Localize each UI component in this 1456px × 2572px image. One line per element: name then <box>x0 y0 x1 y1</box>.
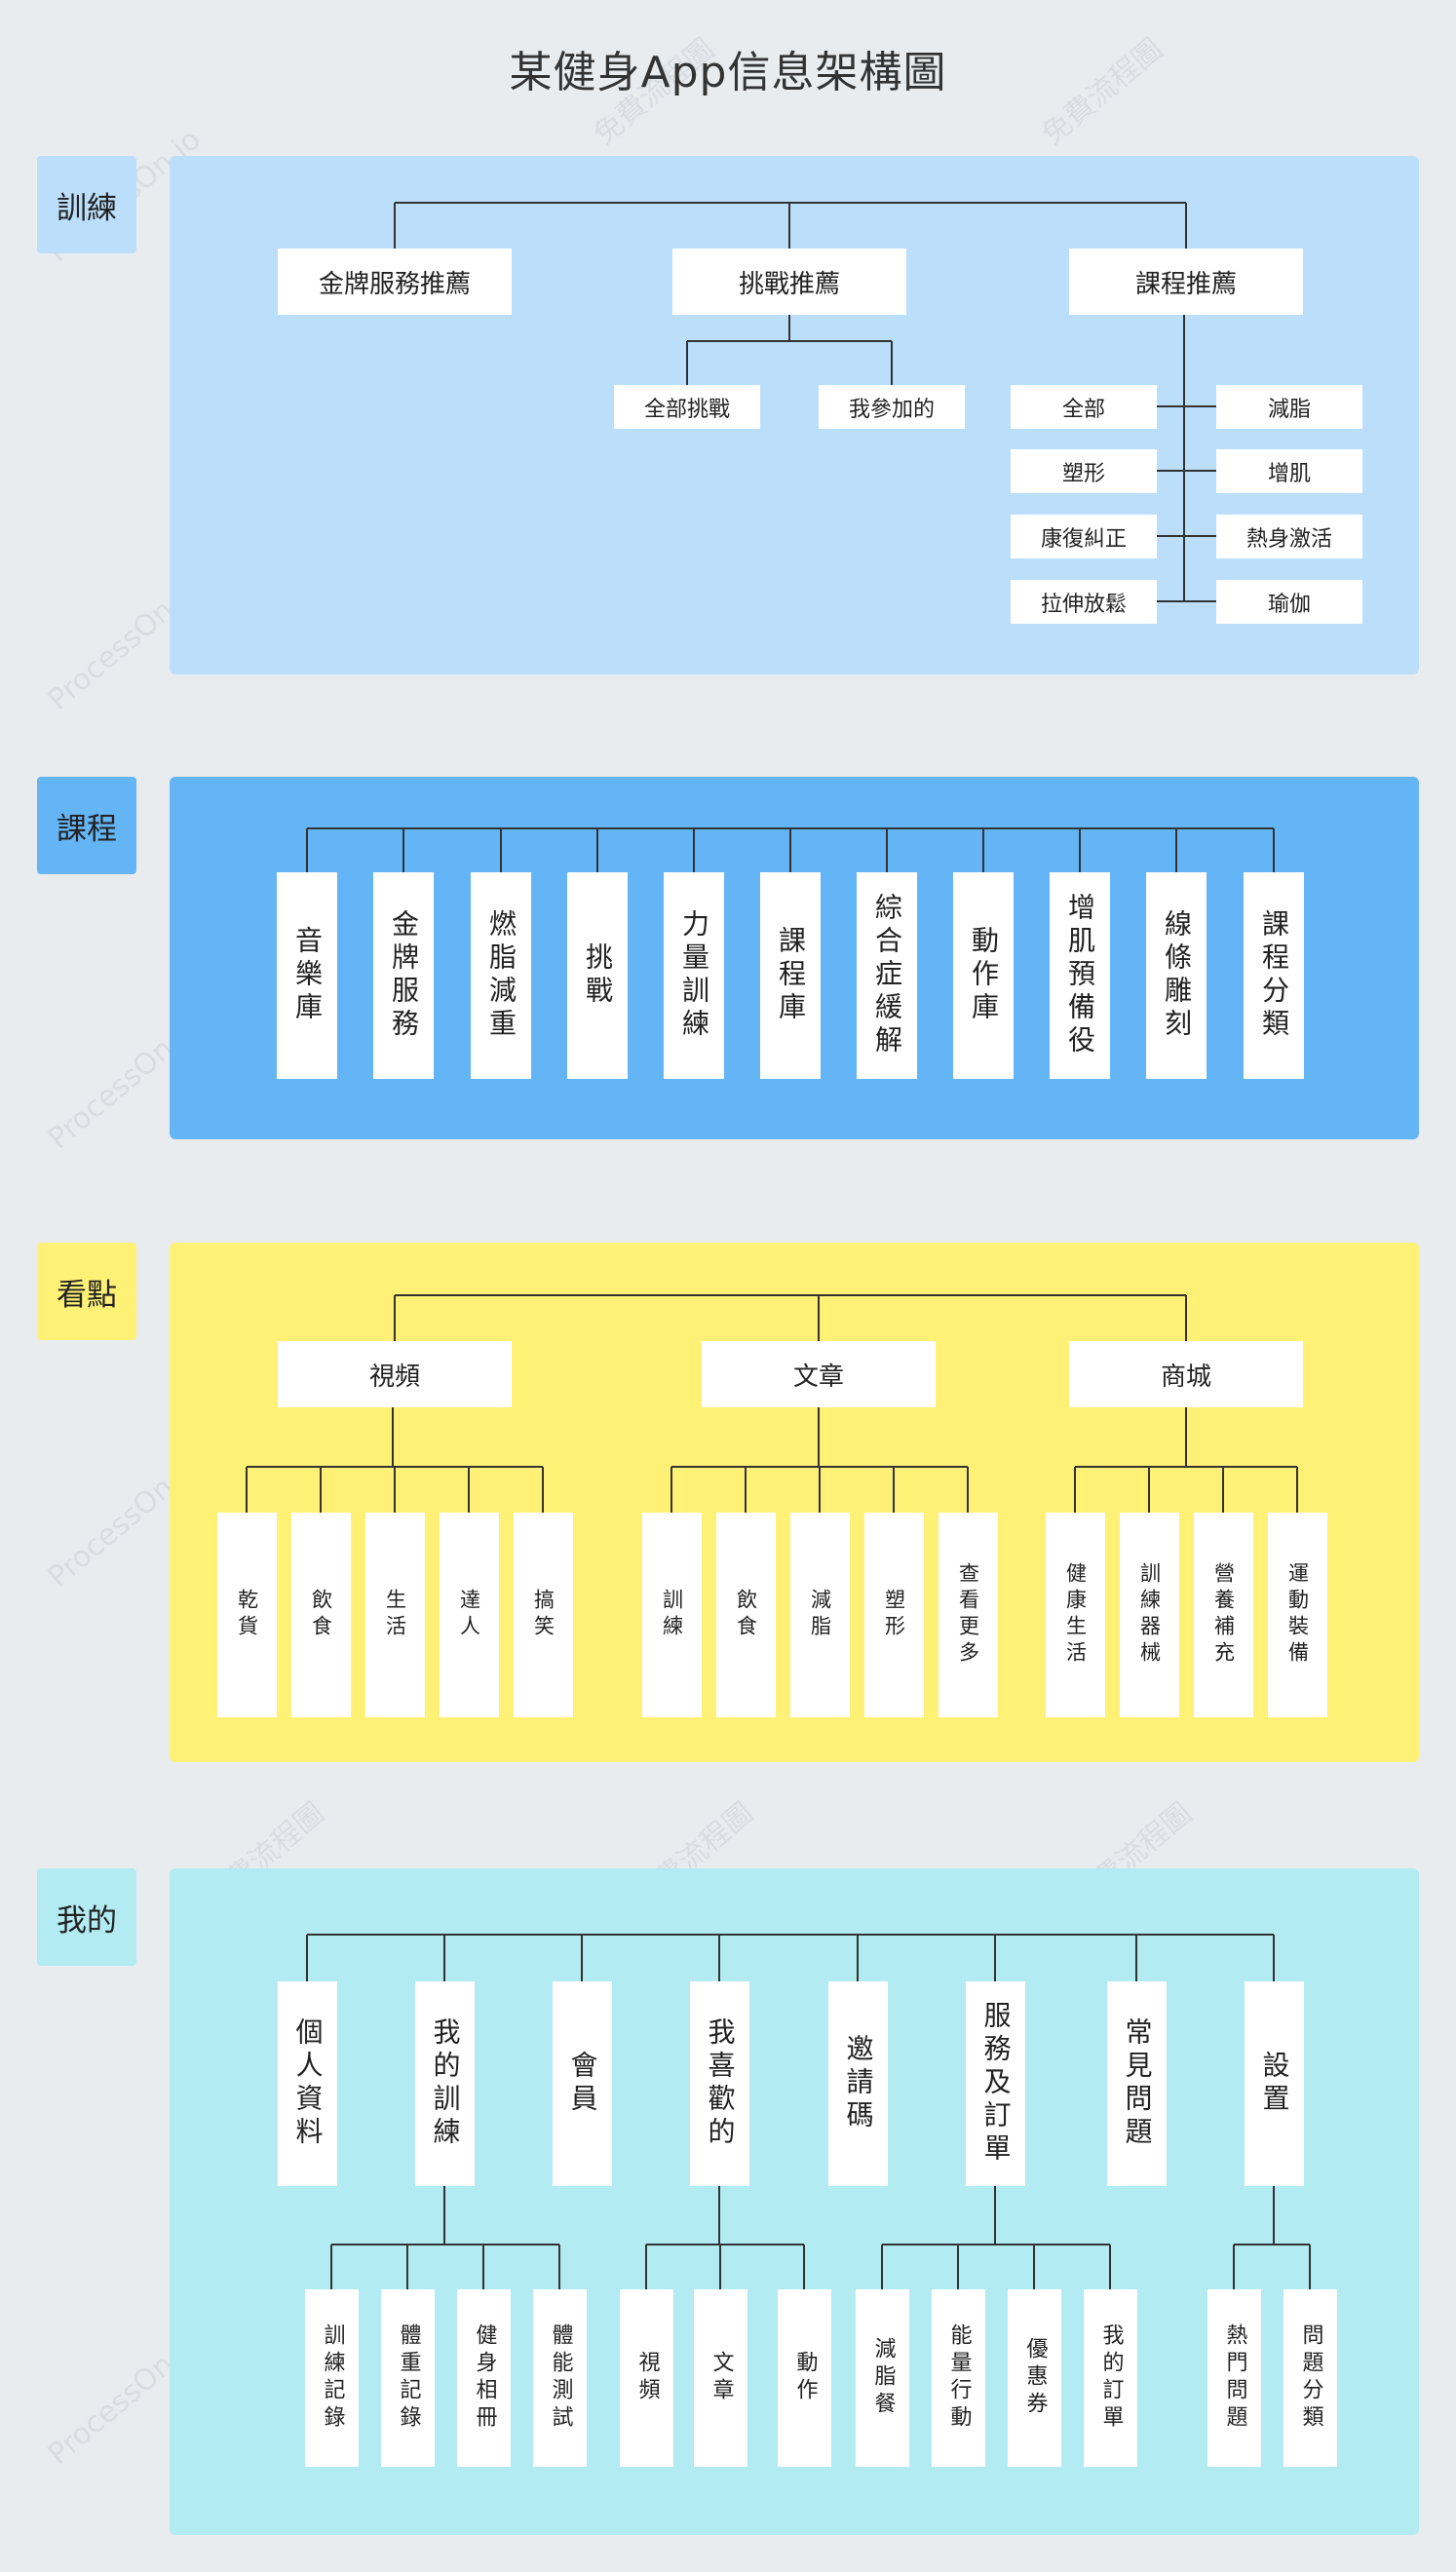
views-l1-article: 文章 <box>702 1341 936 1407</box>
fav-movement: 動作 <box>778 2289 831 2467</box>
training-l1-gold-service: 金牌服務推薦 <box>278 249 512 315</box>
connector-settings <box>1233 2186 1311 2289</box>
video-funny: 搞笑 <box>514 1513 573 1717</box>
mine-l1-service-orders: 服務及訂單 <box>966 1981 1025 2186</box>
article-diet: 飲食 <box>716 1513 776 1717</box>
course-item-sculpt: 線條雕刻 <box>1146 872 1207 1079</box>
shop-nutrition: 營養補充 <box>1194 1513 1253 1717</box>
course-item-challenge: 挑戰 <box>567 872 628 1079</box>
connector-mine-l1 <box>306 1934 1275 1981</box>
challenge-joined: 我參加的 <box>819 385 965 429</box>
connector-article <box>671 1407 969 1513</box>
video-expert: 達人 <box>440 1513 499 1717</box>
fav-video: 視頻 <box>620 2289 673 2467</box>
mytraining-weight: 體重記錄 <box>381 2289 435 2467</box>
course-tag: 課程 <box>37 777 136 874</box>
training-l1-course: 課程推薦 <box>1069 249 1303 315</box>
order-coupon: 優惠券 <box>1008 2289 1061 2467</box>
mine-l1-favorites: 我喜歡的 <box>690 1981 749 2186</box>
article-training: 訓練 <box>642 1513 702 1717</box>
page-title: 某健身App信息架構圖 <box>509 48 947 97</box>
settings-question-category: 問題分類 <box>1284 2289 1337 2467</box>
course-item-gold-service: 金牌服務 <box>373 872 434 1079</box>
views-l1-shop: 商城 <box>1069 1341 1303 1407</box>
course-rec-shaping: 塑形 <box>1011 449 1157 493</box>
fav-article: 文章 <box>694 2289 747 2467</box>
connector-course-rec <box>1157 315 1216 602</box>
order-fatloss-meal: 減脂餐 <box>856 2289 909 2467</box>
course-rec-muscle: 增肌 <box>1216 449 1362 493</box>
course-rec-all: 全部 <box>1011 385 1157 429</box>
views-tag: 看點 <box>37 1243 136 1340</box>
video-diet: 飲食 <box>291 1513 351 1717</box>
order-energy-action: 能量行動 <box>932 2289 985 2467</box>
training-tag: 訓練 <box>37 156 136 253</box>
course-rec-warmup: 熱身激活 <box>1216 515 1362 558</box>
article-fatloss: 減脂 <box>790 1513 850 1717</box>
course-item-music: 音樂庫 <box>277 872 337 1079</box>
connector-video <box>246 1407 544 1513</box>
challenge-all: 全部挑戰 <box>614 385 760 429</box>
course-item-category: 課程分類 <box>1244 872 1304 1079</box>
shop-sports-gear: 運動裝備 <box>1268 1513 1327 1717</box>
video-dry: 乾貨 <box>217 1513 277 1717</box>
connector-course-items <box>306 827 1275 872</box>
course-item-strength: 力量訓練 <box>664 872 724 1079</box>
course-item-burn-fat: 燃脂減重 <box>471 872 531 1079</box>
connector-orders <box>881 2186 1111 2289</box>
connector-my-training <box>330 2186 560 2289</box>
mine-l1-settings: 設置 <box>1245 1981 1304 2186</box>
mine-l1-profile: 個人資料 <box>278 1981 337 2186</box>
mytraining-fitness-test: 體能測試 <box>533 2289 587 2467</box>
course-item-movements: 動作庫 <box>953 872 1014 1079</box>
video-life: 生活 <box>365 1513 425 1717</box>
course-rec-stretch: 拉伸放鬆 <box>1011 580 1157 624</box>
course-item-muscle-prep: 增肌預備役 <box>1050 872 1110 1079</box>
shop-healthy-life: 健康生活 <box>1046 1513 1105 1717</box>
connector-favorites <box>645 2186 805 2289</box>
connector-shop <box>1074 1407 1298 1513</box>
mytraining-records: 訓練記錄 <box>305 2289 359 2467</box>
course-rec-rehab: 康復糾正 <box>1011 515 1157 558</box>
article-shaping: 塑形 <box>864 1513 924 1717</box>
course-item-library: 課程庫 <box>760 872 821 1079</box>
mine-l1-my-training: 我的訓練 <box>415 1981 475 2186</box>
mine-tag: 我的 <box>37 1868 136 1966</box>
course-rec-fatloss: 減脂 <box>1216 385 1362 429</box>
shop-equipment: 訓練器械 <box>1120 1513 1179 1717</box>
mine-l1-faq: 常見問題 <box>1107 1981 1167 2186</box>
mytraining-album: 健身相冊 <box>457 2289 511 2467</box>
course-rec-yoga: 瑜伽 <box>1216 580 1362 624</box>
article-more: 查看更多 <box>939 1513 998 1717</box>
training-l1-challenge: 挑戰推薦 <box>672 249 906 315</box>
connector-challenge <box>686 315 893 385</box>
connector-training-l1 <box>394 202 1187 249</box>
views-l1-video: 視頻 <box>278 1341 512 1407</box>
connector-views-l1 <box>394 1294 1187 1341</box>
order-my-orders: 我的訂單 <box>1084 2289 1137 2467</box>
mine-l1-membership: 會員 <box>553 1981 612 2186</box>
settings-hot-questions: 熱門問題 <box>1207 2289 1261 2467</box>
training-panel <box>170 156 1419 674</box>
mine-l1-invite-code: 邀請碼 <box>828 1981 888 2186</box>
course-item-syndrome: 綜合症緩解 <box>857 872 917 1079</box>
